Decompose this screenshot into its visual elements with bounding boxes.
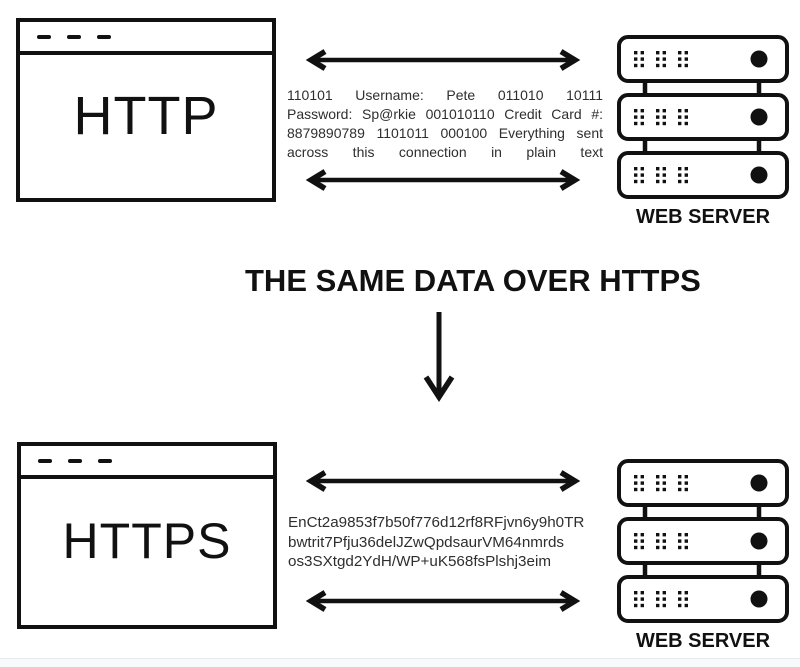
http-connection-arrow-top [305,48,581,72]
http-server-stack-icon [617,35,789,201]
browser-title-bar [20,22,272,55]
browser-body: HTTPS [21,479,273,625]
http-connection-arrow-bottom [305,168,581,192]
plain-text-payload: 110101 Username: Pete 011010 10111 Passw… [287,86,603,162]
https-connection-arrow-bottom [305,589,581,613]
http-server-label: WEB SERVER [635,206,771,228]
encrypted-text-payload: EnCt2a9853f7b50f776d12rf8RFjvn6y9h0TR bw… [288,513,606,572]
encrypted-text-line: bwtrit7Pfju36delJZwQpdsaurVM64nmrds [288,533,565,551]
http-label: HTTP [73,85,219,146]
browser-body: HTTP [20,55,272,198]
https-label: HTTPS [62,513,232,569]
plain-text-line: 8879890789 1101011 000100 Everything sen… [287,125,603,141]
encrypted-text-line: os3SXtgd2YdH/WP+uK568fsPlshj3eim [288,553,551,570]
window-dash-icon [98,458,112,463]
window-dash-icon [67,34,81,39]
window-dash-icon [68,458,82,463]
https-server-label: WEB SERVER [635,630,771,652]
transition-title: THE SAME DATA OVER HTTPS [245,263,701,298]
bottom-edge-strip [0,658,800,667]
https-server-stack-icon [617,459,789,625]
https-connection-arrow-top [305,469,581,493]
plain-text-line: Password: Sp@rkie 001010110 Credit Card … [287,106,603,122]
https-browser-window: HTTPS [17,442,277,629]
plain-text-line: 110101 Username: Pete 011010 10111 [287,87,603,103]
window-dash-icon [37,34,51,39]
down-arrow-icon [423,309,455,403]
window-dash-icon [38,458,52,463]
encrypted-text-line: EnCt2a9853f7b50f776d12rf8RFjvn6y9h0TR [288,514,585,531]
window-dash-icon [97,34,111,39]
http-browser-window: HTTP [16,18,276,202]
plain-text-line: across this connection in plain text [287,144,603,160]
browser-title-bar [21,446,273,479]
